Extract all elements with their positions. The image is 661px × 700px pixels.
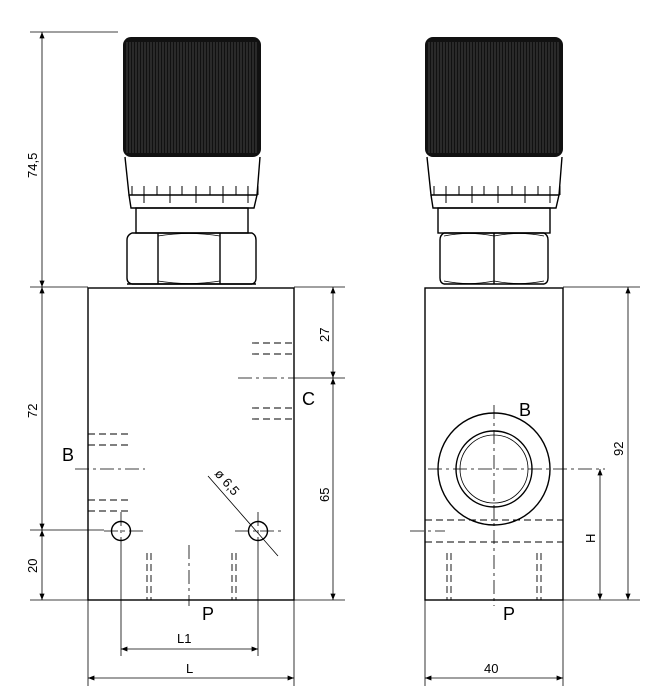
knurled-grip — [425, 37, 563, 157]
dim-l: L — [186, 661, 193, 676]
dim-h: H — [583, 534, 598, 543]
knurl-lines — [126, 42, 257, 153]
scale-ticks — [131, 186, 259, 203]
hex-nut-left — [126, 232, 257, 285]
knurled-grip — [123, 37, 261, 157]
dim-width: 40 — [484, 661, 498, 676]
left-view-bottom-dimensions: L1 L — [87, 548, 295, 686]
adjustment-knob-right — [425, 37, 563, 234]
front-view: ø 6,5 74,5 72 20 27 65 — [25, 31, 345, 686]
knurl-lines — [428, 42, 559, 153]
hidden-passages-right — [425, 519, 563, 600]
hex-nut-right — [439, 232, 549, 285]
dim-top-height: 74,5 — [25, 153, 40, 178]
hidden-passages-left — [88, 342, 294, 600]
dim-l1: L1 — [177, 631, 191, 646]
hole-diameter-leader — [207, 475, 279, 557]
dim-bottom-offset: 20 — [25, 559, 40, 573]
right-view-dimensions: 92 H 40 — [424, 286, 640, 686]
dim-65: 65 — [317, 488, 332, 502]
adjustment-knob-left — [123, 37, 261, 234]
port-b-label-left: B — [62, 445, 74, 465]
port-c-label: C — [302, 389, 315, 409]
port-b-boss — [428, 405, 605, 606]
port-p-label-left: P — [202, 604, 214, 624]
port-b-label-right: B — [519, 400, 531, 420]
dim-body-height: 72 — [25, 404, 40, 418]
scale-ticks — [433, 186, 561, 203]
dim-27: 27 — [317, 328, 332, 342]
left-view-side-dimensions: 27 65 — [294, 286, 345, 601]
valve-body-left — [87, 287, 295, 601]
mounting-holes-left — [104, 512, 282, 548]
left-vertical-dimensions: 74,5 72 20 — [25, 31, 118, 601]
hole-diameter-label: ø 6,5 — [212, 466, 243, 498]
port-p-label-right: P — [503, 604, 515, 624]
dim-92: 92 — [611, 442, 626, 456]
side-view: 92 H 40 B P — [410, 37, 640, 686]
